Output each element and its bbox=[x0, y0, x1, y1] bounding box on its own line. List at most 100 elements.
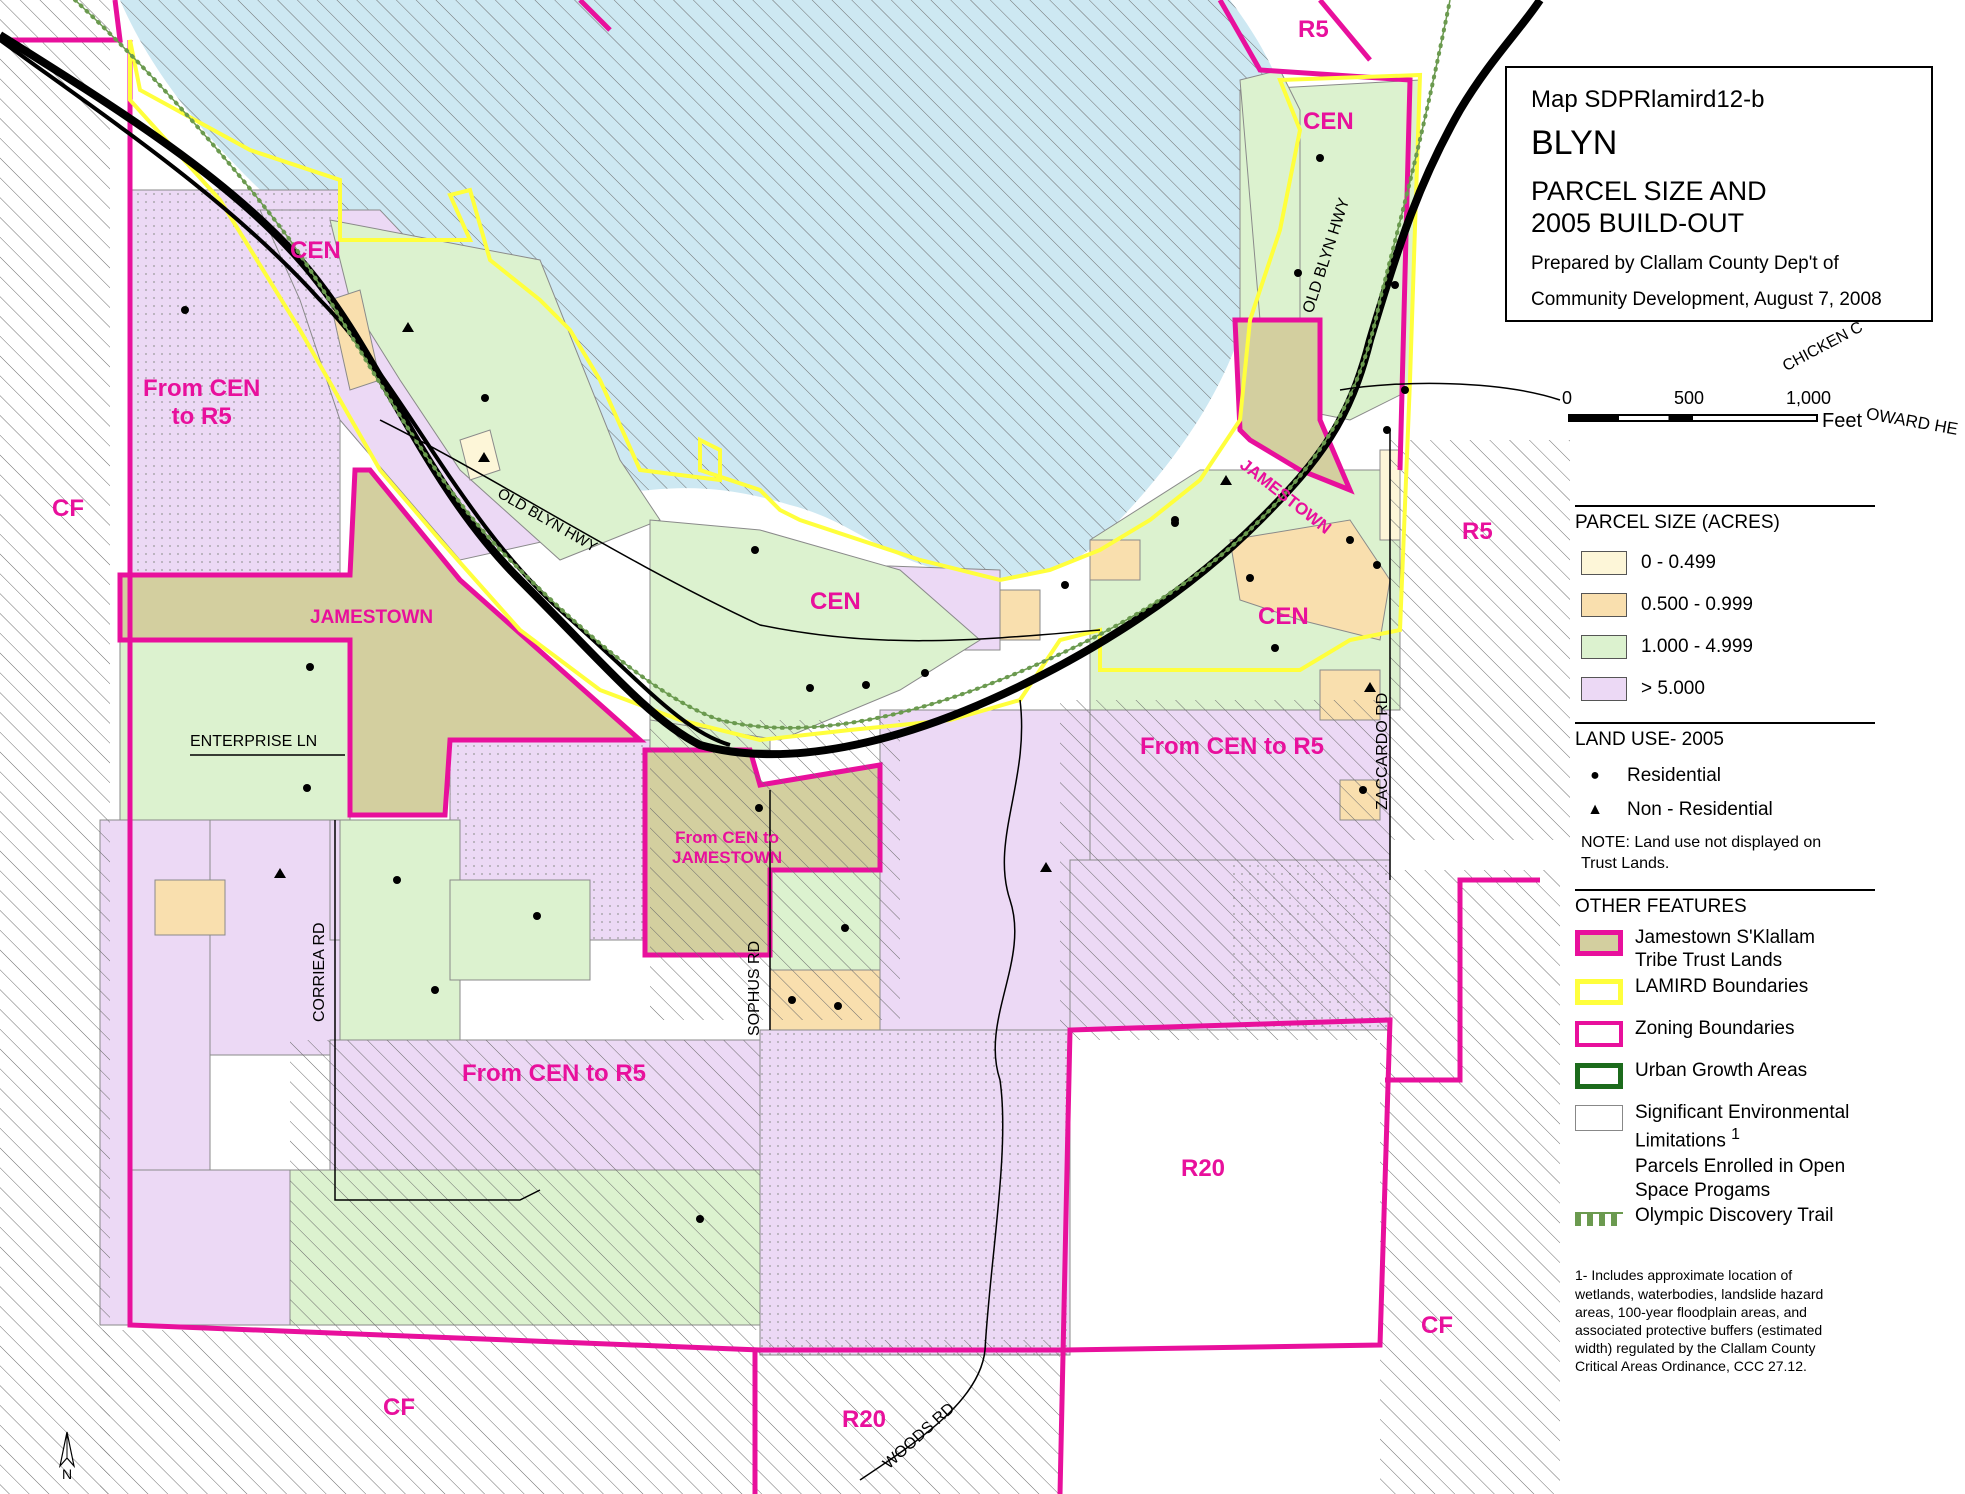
legend-label-line: Limitations bbox=[1635, 1130, 1726, 1152]
zone-label-line: From CEN bbox=[143, 375, 261, 402]
legend-swatch bbox=[1575, 979, 1623, 1006]
title-block: Map SDPRlamird12-b BLYN PARCEL SIZE AND … bbox=[1505, 66, 1933, 322]
legend-note-line: NOTE: Land use not displayed on bbox=[1581, 834, 1822, 851]
legend-label: 0.500 - 0.999 bbox=[1641, 594, 1753, 615]
north-arrow: N bbox=[52, 1428, 82, 1484]
legend-trail: Olympic Discovery Trail bbox=[1575, 1204, 1875, 1244]
trail-icon bbox=[1575, 1212, 1623, 1227]
legend-parcel-item: > 5.000 bbox=[1575, 668, 1875, 710]
zone-label-line: From CEN to bbox=[675, 828, 780, 847]
north-arrow-icon bbox=[58, 1431, 76, 1469]
scale-bar-graphic bbox=[1568, 414, 1818, 422]
legend-swatch bbox=[1581, 551, 1627, 575]
zone-label-line: to R5 bbox=[171, 402, 232, 430]
zoning-boundaries bbox=[0, 0, 1540, 1494]
zone-label-cen-upper-left: CEN bbox=[290, 237, 341, 264]
legend-swatch bbox=[1575, 1021, 1623, 1048]
zone-label-r5-right: R5 bbox=[1462, 518, 1493, 545]
footnote-line: Critical Areas Ordinance, CCC 27.12. bbox=[1575, 1358, 1807, 1375]
legend-other-title: OTHER FEATURES bbox=[1575, 888, 1875, 918]
legend-swatch bbox=[1575, 1159, 1623, 1185]
bay-hatch bbox=[120, 0, 1290, 578]
footnote-line: associated protective buffers (estimated bbox=[1575, 1321, 1823, 1338]
legend-swatch bbox=[1581, 593, 1627, 617]
scale-tick-0: 0 bbox=[1562, 388, 1573, 408]
lamird-boundary bbox=[128, 39, 1423, 743]
legend-parcel-item: 0 - 0.499 bbox=[1575, 542, 1875, 584]
zone-label-from-cen-jamestown: From CEN to JAMESTOWN bbox=[672, 828, 782, 867]
zone-label-cf-bottom: CF bbox=[383, 1394, 415, 1421]
footnote-line: areas, 100-year floodplain areas, and bbox=[1575, 1303, 1807, 1320]
legend-swatch bbox=[1581, 677, 1627, 701]
legend-uga: Urban Growth Areas bbox=[1575, 1059, 1875, 1099]
local-roads bbox=[190, 382, 1561, 1481]
map-place-title: BLYN bbox=[1531, 124, 1618, 162]
map-subject-2: 2005 BUILD-OUT bbox=[1531, 208, 1745, 239]
env-limitation-hatch bbox=[0, 0, 1570, 1494]
zone-label-cen-top-right: CEN bbox=[1303, 108, 1354, 135]
legend-label: > 5.000 bbox=[1641, 678, 1705, 699]
legend-lamird: LAMIRD Boundaries bbox=[1575, 975, 1875, 1015]
zone-label-r5-top: R5 bbox=[1298, 16, 1329, 43]
map-subject-1: PARCEL SIZE AND bbox=[1531, 176, 1767, 206]
scale-bar: 0 500 1,000 Feet bbox=[1560, 380, 1862, 440]
legend-swatch bbox=[1581, 635, 1627, 659]
legend-landuse-item: ● Residential bbox=[1575, 759, 1875, 793]
residential-dot-icon: ● bbox=[1590, 767, 1600, 784]
legend-swatch bbox=[1575, 1105, 1623, 1132]
zone-label-from-cen-r5-left: From CEN to R5 bbox=[143, 375, 260, 430]
zone-label-cen-right: CEN bbox=[1258, 603, 1309, 630]
legend-landuse-item: ▲ Non - Residential bbox=[1575, 793, 1875, 827]
legend-parcel-item: 0.500 - 0.999 bbox=[1575, 584, 1875, 626]
legend-landuse-title: LAND USE- 2005 bbox=[1575, 722, 1875, 751]
footnote-line: 1- Includes approximate location of bbox=[1575, 1267, 1793, 1284]
legend-label: LAMIRD Boundaries bbox=[1635, 976, 1809, 998]
legend-label: Non - Residential bbox=[1627, 799, 1773, 820]
legend-parcel-item: 1.000 - 4.999 bbox=[1575, 626, 1875, 668]
legend-label: Olympic Discovery Trail bbox=[1635, 1205, 1834, 1227]
zone-label-line: JAMESTOWN bbox=[672, 847, 783, 867]
legend-label-line: Parcels Enrolled in Open bbox=[1635, 1155, 1846, 1177]
prepared-by-1: Prepared by Clallam County Dep't of bbox=[1531, 252, 1839, 274]
road-label-sophus-rd: SOPHUS RD bbox=[746, 940, 763, 1036]
legend-landuse-note: NOTE: Land use not displayed on Trust La… bbox=[1581, 833, 1875, 875]
legend: PARCEL SIZE (ACRES) 0 - 0.499 0.500 - 0.… bbox=[1575, 505, 1875, 1376]
legend-label-line: Tribe Trust Lands bbox=[1635, 950, 1783, 972]
scale-tick-500: 500 bbox=[1674, 388, 1705, 408]
zone-label-cf-left: CF bbox=[52, 495, 84, 522]
legend-label-line: Jamestown S'Klallam bbox=[1635, 926, 1815, 948]
footnote-line: width) regulated by the Clallam County bbox=[1575, 1340, 1816, 1357]
legend-zoning: Zoning Boundaries bbox=[1575, 1017, 1875, 1057]
zone-label-r20-bottom: R20 bbox=[842, 1406, 887, 1433]
zone-label-from-cen-r5-right: From CEN to R5 bbox=[1140, 733, 1325, 760]
map-id: Map SDPRlamird12-b bbox=[1531, 86, 1765, 113]
legend-label: Urban Growth Areas bbox=[1635, 1060, 1808, 1082]
footnote-line: wetlands, waterbodies, landslide hazard bbox=[1575, 1285, 1824, 1302]
legend-label-line: Space Progams bbox=[1635, 1179, 1771, 1201]
residential-points bbox=[181, 154, 1409, 1223]
non-residential-points bbox=[274, 322, 1376, 878]
legend-parcel-title: PARCEL SIZE (ACRES) bbox=[1575, 505, 1875, 534]
scale-tick-1000: 1,000 bbox=[1786, 388, 1832, 408]
zone-label-cf-bottom-right: CF bbox=[1421, 1312, 1453, 1339]
legend-swatch bbox=[1575, 1063, 1623, 1090]
footnote-marker: 1 bbox=[1731, 1125, 1740, 1143]
legend-label: Residential bbox=[1627, 765, 1721, 786]
legend-label-line: Significant Environmental bbox=[1635, 1102, 1850, 1124]
zone-label-jamestown-left: JAMESTOWN bbox=[310, 607, 434, 628]
legend-swatch bbox=[1575, 929, 1623, 956]
scale-unit: Feet bbox=[1822, 410, 1863, 432]
prepared-by-2: Community Development, August 7, 2008 bbox=[1531, 289, 1882, 311]
zone-label-r20-right: R20 bbox=[1181, 1155, 1226, 1182]
legend-label: 1.000 - 4.999 bbox=[1641, 636, 1753, 657]
road-label-zaccardo-rd: ZACCARDO RD bbox=[1374, 692, 1391, 810]
non-residential-triangle-icon: ▲ bbox=[1587, 801, 1603, 818]
